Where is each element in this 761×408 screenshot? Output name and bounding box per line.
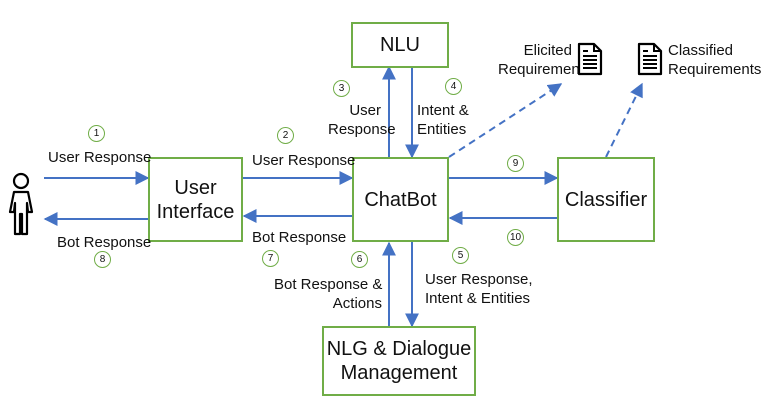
person-icon: [8, 172, 34, 236]
user-interface-box: User Interface: [148, 157, 243, 242]
step-5-badge: 5: [452, 247, 469, 264]
step-1-badge: 1: [88, 125, 105, 142]
chatbot-label: ChatBot: [364, 188, 437, 211]
nlu-box: NLU: [351, 22, 449, 68]
nlg-label-line2: Management: [340, 362, 458, 384]
classified-line2: Requirements: [668, 61, 761, 78]
nlg-box: NLG & Dialogue Management: [322, 326, 476, 396]
step-9-badge: 9: [507, 155, 524, 172]
step-7-badge: 7: [262, 250, 279, 267]
edge-6-label: Bot Response & Actions: [274, 275, 382, 313]
edge-6-label-line2: Actions: [332, 295, 382, 312]
edge-2-label: User Response: [252, 152, 356, 169]
edge-7-label: Bot Response: [252, 229, 347, 246]
edge-4-label: Intent & Entities: [417, 101, 469, 139]
edge-4-label-line2: Entities: [417, 121, 467, 138]
user-interface-label-line2: Interface: [156, 200, 235, 223]
nlu-label: NLU: [379, 34, 420, 56]
edge-3-label: User Response: [328, 101, 396, 139]
classified-requirements-label: Classified Requirements: [668, 41, 761, 79]
step-8-badge: 8: [94, 251, 111, 268]
step-10-badge: 10: [507, 229, 524, 246]
edge-8-label: Bot Response: [57, 234, 152, 251]
step-6-badge: 6: [351, 251, 368, 268]
step-4-badge: 4: [445, 78, 462, 95]
document-icon: [637, 42, 663, 76]
edge-6-label-line1: Bot Response &: [274, 276, 383, 293]
edge-5-label-line2: Intent & Entities: [425, 290, 531, 307]
elicited-line2: Requirements: [498, 61, 592, 78]
edge-1-label: User Response: [48, 149, 152, 166]
document-icon: [577, 42, 603, 76]
edge-3-label-line2: Response: [328, 121, 396, 138]
edge-5-label: User Response, Intent & Entities: [425, 270, 533, 308]
step-2-badge: 2: [277, 127, 294, 144]
elicited-line1: Elicited: [523, 42, 572, 59]
user-interface-label-line1: User: [174, 176, 217, 199]
edge-5-label-line1: User Response,: [425, 271, 533, 288]
classifier-box: Classifier: [557, 157, 655, 242]
classified-line1: Classified: [668, 42, 734, 59]
edge-4-label-line1: Intent &: [417, 102, 469, 119]
chatbot-box: ChatBot: [352, 157, 449, 242]
elicited-requirements-label: Elicited Requirements: [498, 41, 592, 79]
edge-3-label-line1: User: [349, 102, 381, 119]
dashed-arrow-to-classified: [605, 82, 643, 158]
step-3-badge: 3: [333, 80, 350, 97]
nlg-label-line1: NLG & Dialogue: [326, 338, 472, 360]
classifier-label: Classifier: [564, 188, 648, 211]
dashed-arrow-to-elicited: [448, 83, 563, 158]
